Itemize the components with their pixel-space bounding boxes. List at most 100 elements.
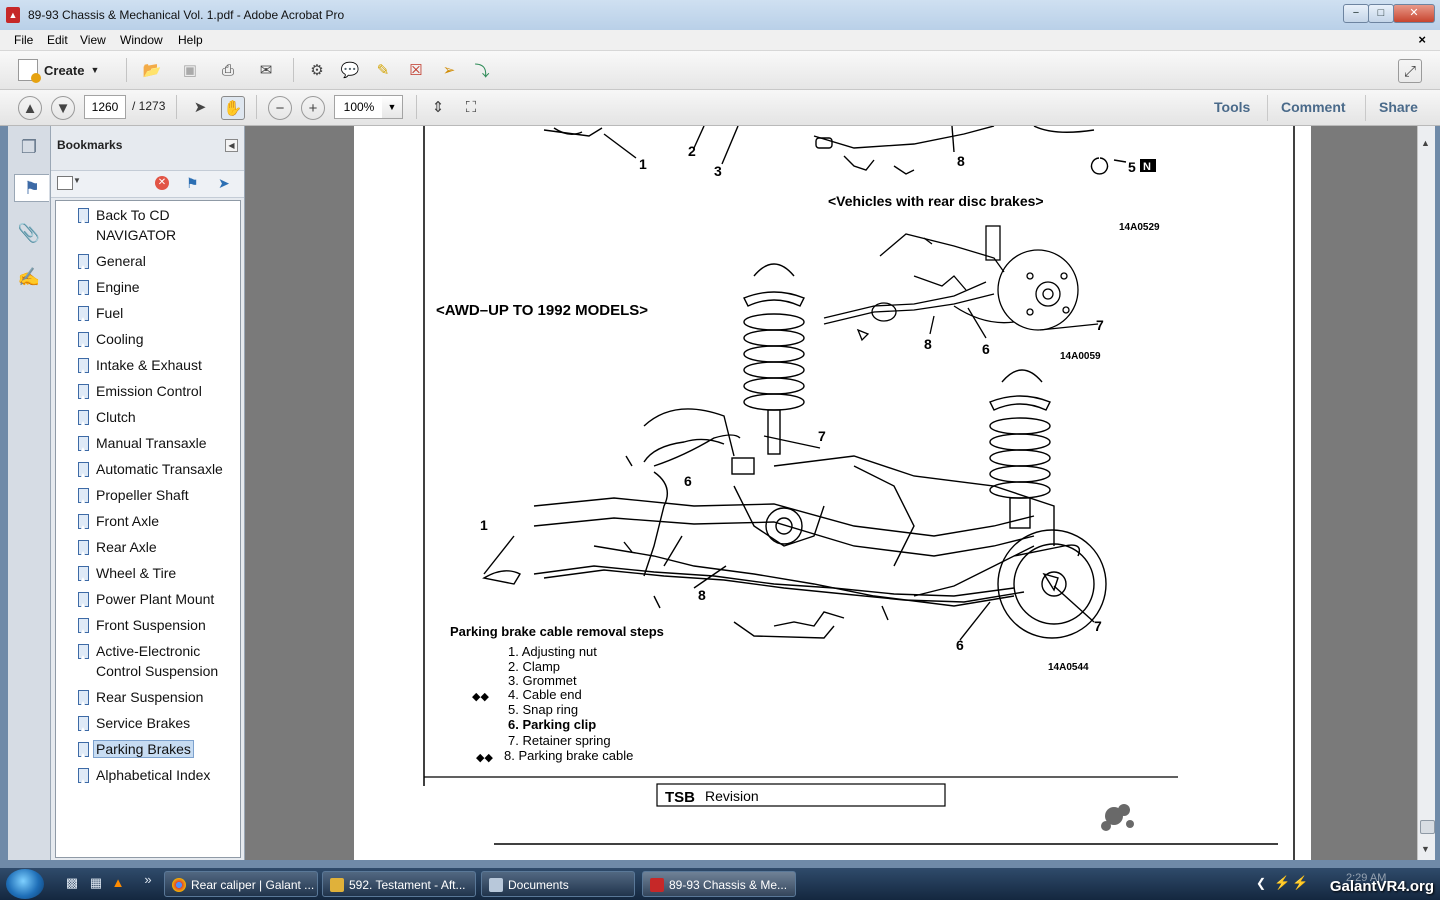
tray-app-icon[interactable]: ⚡ bbox=[1274, 875, 1291, 890]
window-title: 89-93 Chassis & Mechanical Vol. 1.pdf - … bbox=[28, 8, 345, 22]
taskbar-item-chrome[interactable]: Rear caliper | Galant ... bbox=[164, 871, 318, 897]
options-list-icon[interactable] bbox=[57, 176, 73, 190]
options-chevron-down-icon[interactable]: ▼ bbox=[73, 176, 81, 185]
tab-tools[interactable]: Tools bbox=[1214, 99, 1251, 115]
menu-edit[interactable]: Edit bbox=[47, 33, 68, 47]
zoom-input[interactable]: 100% bbox=[334, 95, 384, 119]
minimize-button[interactable]: − bbox=[1343, 4, 1369, 23]
windows-taskbar: ▩ ▦ ▲ » Rear caliper | Galant ... 592. T… bbox=[0, 868, 1440, 900]
email-icon[interactable]: ✉ bbox=[259, 62, 273, 79]
close-document-icon[interactable]: × bbox=[1418, 32, 1426, 47]
bookmark-propeller-shaft[interactable]: Propeller Shaft bbox=[56, 485, 240, 505]
close-button[interactable]: ✕ bbox=[1393, 4, 1435, 23]
rear-subframe bbox=[482, 408, 1107, 641]
bookmark-engine[interactable]: Engine bbox=[56, 277, 240, 297]
bookmark-front-axle[interactable]: Front Axle bbox=[56, 511, 240, 531]
fit-width-icon[interactable]: ⛶ bbox=[465, 98, 477, 116]
zoom-out-icon[interactable]: − bbox=[268, 96, 292, 120]
bookmark-front-suspension[interactable]: Front Suspension bbox=[56, 615, 240, 635]
taskbar-item-acrobat[interactable]: 89-93 Chassis & Me... bbox=[642, 871, 796, 897]
select-arrow-icon[interactable]: ➤ bbox=[193, 99, 207, 116]
bookmark-alphabetical-index[interactable]: Alphabetical Index bbox=[56, 765, 240, 785]
vertical-scrollbar[interactable]: ▲ ▼ bbox=[1417, 126, 1435, 860]
bookmark-rear-axle[interactable]: Rear Axle bbox=[56, 537, 240, 557]
bookmark-icon bbox=[78, 768, 89, 783]
system-clock[interactable]: 2:29 AM bbox=[1346, 872, 1387, 884]
next-page-icon[interactable]: ▼ bbox=[51, 96, 75, 120]
bookmark-rear-suspension[interactable]: Rear Suspension bbox=[56, 687, 240, 707]
maximize-button[interactable]: □ bbox=[1368, 4, 1394, 23]
bookmark-general[interactable]: General bbox=[56, 251, 240, 271]
scroll-down-icon[interactable]: ▼ bbox=[1421, 844, 1430, 854]
collapse-panel-icon[interactable]: ◀ bbox=[225, 139, 238, 152]
previous-page-icon[interactable]: ▲ bbox=[18, 96, 42, 120]
bookmark-service-brakes[interactable]: Service Brakes bbox=[56, 713, 240, 733]
navigation-pane-strip: ❐ ⚑ 📎 ✍ bbox=[8, 126, 51, 860]
open-folder-icon[interactable]: 📂 bbox=[142, 62, 162, 79]
bookmark-back-to-cd-navigator[interactable]: Back To CD NAVIGATOR bbox=[56, 205, 240, 245]
zoom-in-icon[interactable]: + bbox=[301, 96, 325, 120]
callout-label: 7 bbox=[1096, 317, 1104, 333]
taskbar-item-documents[interactable]: Documents bbox=[481, 871, 635, 897]
highlight-icon[interactable]: ✎ bbox=[376, 62, 390, 79]
bookmark-parking-brakes[interactable]: Parking Brakes bbox=[56, 739, 240, 759]
bookmark-manual-transaxle[interactable]: Manual Transaxle bbox=[56, 433, 240, 453]
zoom-dropdown-chevron-icon[interactable]: ▼ bbox=[382, 95, 403, 119]
step-marker-icon: ◆◆ bbox=[476, 752, 493, 764]
signatures-icon[interactable]: ✍ bbox=[17, 266, 41, 287]
combine-icon[interactable]: ⤵ bbox=[474, 62, 490, 80]
vlc-icon[interactable]: ▲ bbox=[111, 875, 125, 890]
revision-label: Revision bbox=[705, 788, 759, 804]
menu-view[interactable]: View bbox=[80, 33, 106, 47]
print-icon[interactable]: ⎙ bbox=[221, 61, 234, 79]
menu-help[interactable]: Help bbox=[178, 33, 203, 47]
bookmark-automatic-transaxle[interactable]: Automatic Transaxle bbox=[56, 459, 240, 479]
taskbar-item-media[interactable]: 592. Testament - Aft... bbox=[322, 871, 476, 897]
tray-app-icon[interactable]: ⚡ bbox=[1292, 875, 1309, 890]
bookmark-clutch[interactable]: Clutch bbox=[56, 407, 240, 427]
bookmarks-panel-icon[interactable]: ⚑ bbox=[14, 174, 49, 202]
attachments-paperclip-icon[interactable]: 📎 bbox=[17, 222, 41, 243]
bookmark-icon bbox=[78, 306, 89, 321]
scrollbar-thumb[interactable] bbox=[1420, 820, 1435, 834]
create-button[interactable]: Create ▼ bbox=[18, 58, 100, 83]
export-icon[interactable]: ➢ bbox=[442, 62, 456, 79]
show-desktop-icon[interactable]: ▩ bbox=[65, 875, 79, 890]
bookmark-wheel-tire[interactable]: Wheel & Tire bbox=[56, 563, 240, 583]
inset-disc-diagram bbox=[823, 225, 1099, 342]
explorer-icon[interactable]: ▦ bbox=[89, 875, 103, 890]
tab-comment[interactable]: Comment bbox=[1281, 99, 1346, 115]
bookmark-cooling[interactable]: Cooling bbox=[56, 329, 240, 349]
chevron-down-icon: ▼ bbox=[90, 65, 100, 75]
bookmark-active-electronic-control-suspension[interactable]: Active-Electronic Control Suspension bbox=[56, 641, 240, 681]
delete-bookmark-icon[interactable]: ✕ bbox=[155, 176, 169, 190]
redact-icon[interactable]: ☒ bbox=[409, 62, 423, 79]
comment-bubble-icon[interactable]: 💬 bbox=[340, 62, 360, 79]
bookmark-fuel[interactable]: Fuel bbox=[56, 303, 240, 323]
page-thumbnails-icon[interactable]: ❐ bbox=[20, 136, 38, 157]
step-item: 4. Cable end bbox=[508, 687, 582, 702]
bookmark-emission-control[interactable]: Emission Control bbox=[56, 381, 240, 401]
new-bookmark-icon[interactable]: ⚑ bbox=[186, 175, 199, 191]
bookmark-power-plant-mount[interactable]: Power Plant Mount bbox=[56, 589, 240, 609]
hand-tool-icon[interactable]: ✋ bbox=[221, 96, 245, 120]
start-orb-icon[interactable] bbox=[6, 869, 44, 899]
settings-gear-icon[interactable]: ⚙ bbox=[310, 62, 324, 79]
scroll-up-icon[interactable]: ▲ bbox=[1421, 138, 1430, 148]
quick-launch-more[interactable]: » bbox=[144, 872, 152, 887]
expand-bookmark-icon[interactable]: ➤ bbox=[218, 175, 230, 191]
save-icon[interactable]: ▣ bbox=[182, 62, 198, 79]
figure-code: 14A0544 bbox=[1048, 662, 1089, 673]
navigation-toolbar: ▲ ▼ ➤ ✋ − + ⇕ ⛶ bbox=[0, 90, 1440, 126]
tab-share[interactable]: Share bbox=[1379, 99, 1418, 115]
fullscreen-icon[interactable]: ⤢ bbox=[1398, 59, 1422, 83]
menu-file[interactable]: File bbox=[14, 33, 34, 47]
callout-label: 2 bbox=[688, 143, 696, 159]
bookmark-intake-exhaust[interactable]: Intake & Exhaust bbox=[56, 355, 240, 375]
page-number-input[interactable]: 1260 bbox=[84, 95, 126, 119]
menu-window[interactable]: Window bbox=[120, 33, 163, 47]
page-count: / 1273 bbox=[132, 99, 166, 113]
fit-page-icon[interactable]: ⇕ bbox=[431, 99, 445, 116]
tray-expand-chevron-icon[interactable]: ❮ bbox=[1256, 876, 1267, 890]
figure-code: 14A0059 bbox=[1060, 351, 1101, 362]
